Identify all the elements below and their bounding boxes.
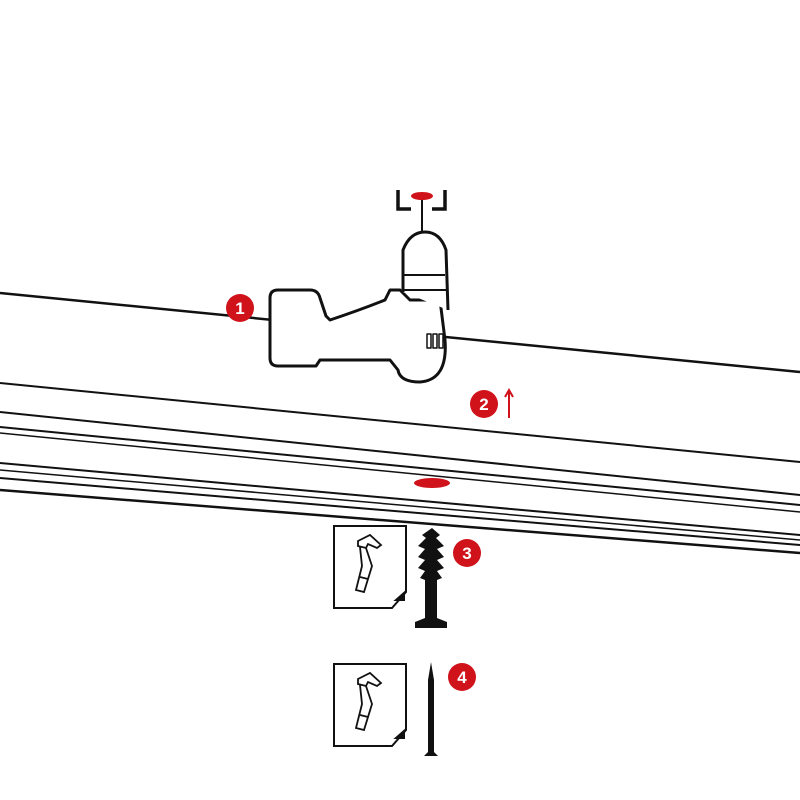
step-3-number: 3 xyxy=(462,544,471,563)
board-edge-line xyxy=(0,382,800,463)
step-2-number: 2 xyxy=(479,395,488,414)
step-4-badge: 4 xyxy=(448,663,476,691)
hammer-icon xyxy=(354,671,383,732)
arrow-up-icon xyxy=(504,387,514,418)
hammer-icon xyxy=(354,533,383,594)
step-1-badge: 1 xyxy=(226,294,254,322)
step-3-badge: 3 xyxy=(453,539,481,567)
step-1-number: 1 xyxy=(235,299,244,318)
drill-bit-bracket-icon xyxy=(396,190,447,211)
nail-icon xyxy=(424,662,438,756)
hammer-instruction-card xyxy=(333,663,407,747)
step-4-number: 4 xyxy=(457,668,467,687)
drill-hole-marker xyxy=(414,478,450,488)
rail-profile xyxy=(0,411,800,555)
wall-plug-icon xyxy=(415,528,447,628)
hammer-instruction-card xyxy=(333,525,407,609)
drill-icon xyxy=(268,198,450,384)
step-2-badge: 2 xyxy=(470,390,498,418)
drill-target-marker xyxy=(411,192,433,200)
